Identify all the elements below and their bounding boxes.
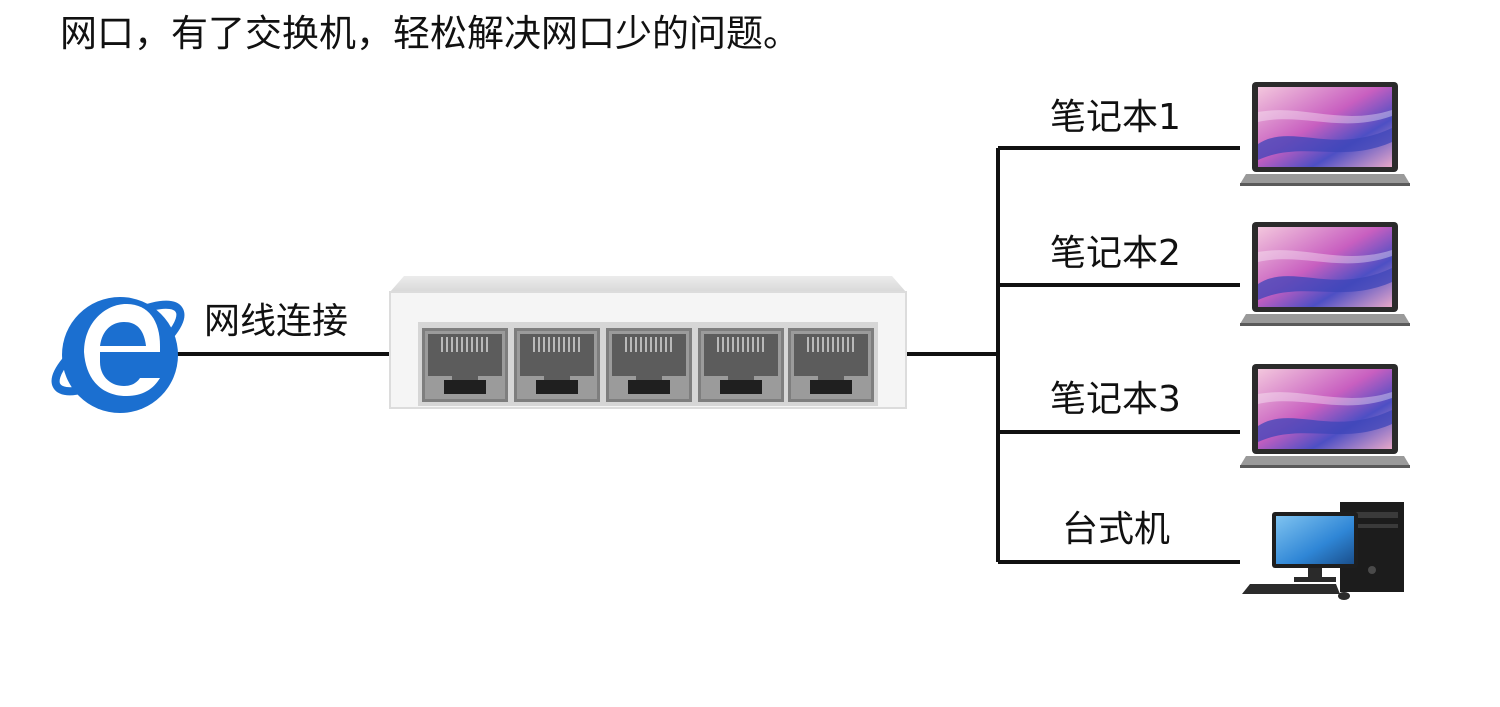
network-switch-icon [389, 276, 907, 409]
device-label-desktop: 台式机 [1062, 509, 1171, 550]
switch-port-2 [513, 327, 601, 403]
switch-port-5 [787, 327, 875, 403]
device-label-laptop-3: 笔记本3 [1050, 379, 1181, 420]
laptop-icon [1240, 364, 1410, 468]
device-label-laptop-1: 笔记本1 [1050, 97, 1181, 138]
switch-port-4 [697, 327, 785, 403]
device-label-laptop-2: 笔记本2 [1050, 233, 1181, 274]
internet-explorer-icon [51, 297, 185, 413]
switch-port-3 [605, 327, 693, 403]
desktop-computer-icon [1242, 502, 1404, 600]
headline: 网口，有了交换机，轻松解决网口少的问题。 [60, 12, 800, 55]
switch-port-1 [421, 327, 509, 403]
laptop-icon [1240, 222, 1410, 326]
link-label: 网线连接 [204, 301, 349, 342]
laptop-icon [1240, 82, 1410, 186]
